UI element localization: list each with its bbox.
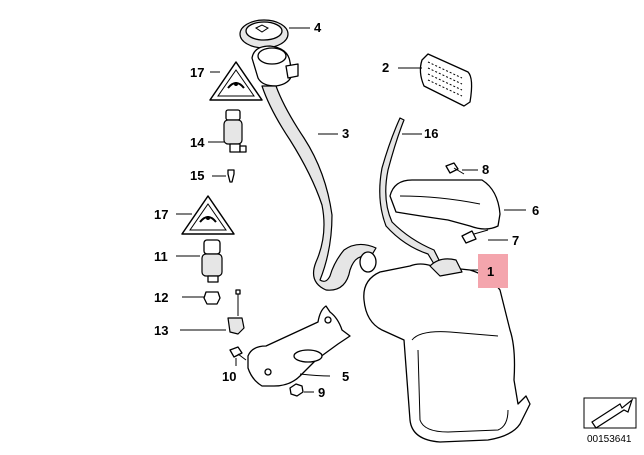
reference-number: 00153641 — [587, 434, 632, 445]
filler-cap — [239, 19, 310, 49]
filler-neck-hose — [251, 45, 377, 291]
callout-15: 15 — [190, 168, 204, 183]
level-sensor — [180, 289, 245, 335]
warning-triangle-icon — [209, 61, 263, 101]
washer-pump — [208, 109, 247, 153]
callout-9: 9 — [318, 385, 325, 400]
callout-17-bottom: 17 — [154, 207, 168, 222]
bracket-6 — [389, 179, 526, 230]
callout-1-highlight — [478, 254, 508, 288]
callout-16: 16 — [424, 126, 438, 141]
callout-5: 5 — [342, 369, 349, 384]
callout-2: 2 — [382, 60, 389, 75]
bolt-8 — [445, 162, 478, 175]
callout-13: 13 — [154, 323, 168, 338]
nut-9 — [289, 383, 314, 397]
screw-15 — [212, 169, 235, 183]
callout-11: 11 — [154, 249, 168, 264]
callout-17-top: 17 — [190, 65, 204, 80]
callout-6: 6 — [532, 203, 539, 218]
callout-1: 1 — [487, 264, 494, 279]
callout-12: 12 — [154, 290, 168, 305]
callout-3: 3 — [342, 126, 349, 141]
callout-4: 4 — [314, 20, 322, 35]
filter-grid — [398, 53, 473, 107]
callout-14: 14 — [190, 135, 205, 150]
mounting-bracket — [247, 305, 351, 387]
view-arrow-icon — [583, 397, 637, 429]
bolt-7 — [461, 229, 508, 244]
callout-10: 10 — [222, 369, 236, 384]
callout-8: 8 — [482, 162, 489, 177]
washer-pump-11 — [176, 239, 223, 283]
warning-triangle-icon — [181, 195, 235, 235]
grommet-12 — [182, 291, 221, 305]
bolt-10 — [229, 346, 247, 366]
washer-fluid-reservoir — [363, 258, 531, 443]
callout-7: 7 — [512, 233, 519, 248]
